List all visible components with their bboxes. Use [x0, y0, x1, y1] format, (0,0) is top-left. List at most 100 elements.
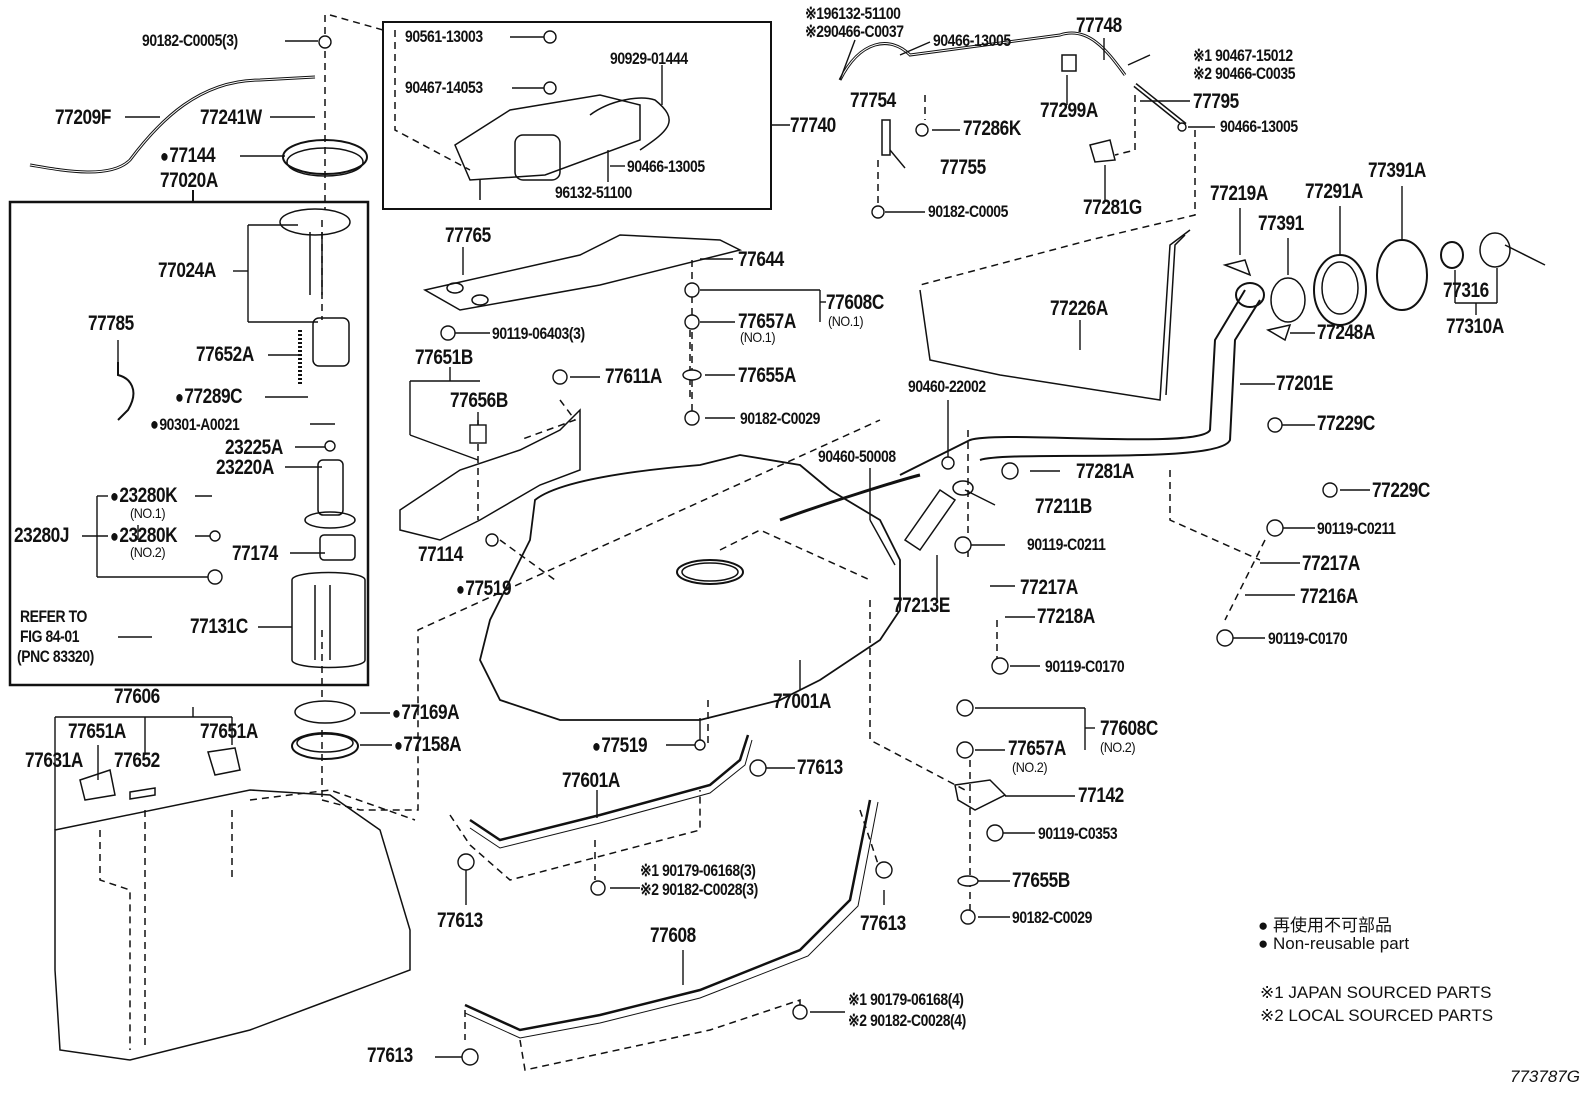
label-77748: 77748 [1076, 14, 1122, 37]
leader-lines [54, 36, 1498, 1058]
label-90119-c0170-center: 90119-C0170 [1045, 657, 1125, 676]
fasteners [207, 30, 1338, 1066]
label-77114: 77114 [418, 543, 463, 566]
label-77291a: 77291A [1305, 180, 1363, 203]
label-77613-right: 77613 [860, 912, 906, 935]
legend-note-local-sourced: ※2 LOCAL SOURCED PARTS [1260, 1006, 1494, 1025]
label-77651a-right: 77651A [200, 720, 258, 743]
label-77024a: 77024A [158, 259, 216, 282]
label-77657a-no2: 77657A [1008, 737, 1066, 760]
label-77795: 77795 [1193, 90, 1239, 113]
refer-note-line1: REFER TO [20, 607, 87, 626]
label-77310a: 77310A [1446, 315, 1504, 338]
canister-assembly-box [382, 21, 772, 210]
label-23280k-no1-suffix: (NO.1) [130, 505, 166, 521]
label-77652a: 77652A [196, 343, 254, 366]
label-23280j: 23280J [14, 524, 70, 547]
label-23280k-no1: 23280K [110, 485, 177, 506]
label-77651a-left: 77651A [68, 720, 126, 743]
label-77001a: 77001A [773, 690, 831, 713]
label-77219a: 77219A [1210, 182, 1268, 205]
label-77652: 77652 [114, 749, 160, 772]
label-90561-13003: 90561-13003 [405, 27, 483, 46]
label-90182-c0029-lower: 90182-C0029 [1012, 908, 1092, 927]
label-90182-c0005: 90182-C0005 [928, 202, 1008, 221]
label-90182-c0005-3: 90182-C0005(3) [142, 31, 238, 50]
label-90460-50008: 90460-50008 [818, 447, 896, 466]
label-77740: 77740 [790, 114, 836, 137]
label-90460-22002: 90460-22002 [908, 377, 986, 396]
label-77316: 77316 [1443, 279, 1489, 302]
label-77226a: 77226A [1050, 297, 1108, 320]
label-23280k-no2: 23280K [110, 525, 177, 546]
label-23225a: 23225A [225, 436, 283, 459]
tank-band-77608 [464, 799, 872, 1032]
label-77289c: 77289C [175, 386, 242, 407]
label-77201e: 77201E [1276, 372, 1333, 395]
label-77606: 77606 [114, 685, 160, 708]
legend-non-reusable-jp: ● 再使用不可部品 [1258, 916, 1392, 935]
label-77281a: 77281A [1076, 460, 1134, 483]
label-77613-upper-right: 77613 [797, 756, 843, 779]
label-23220a: 23220A [216, 456, 274, 479]
label-77613-bottom: 77613 [367, 1044, 413, 1067]
label-90119-06403-3: 90119-06403(3) [492, 324, 585, 343]
label-77216a: 77216A [1300, 585, 1358, 608]
label-77142: 77142 [1078, 784, 1124, 807]
label-77391: 77391 [1258, 212, 1304, 235]
label-77020a: 77020A [160, 169, 218, 192]
label-77608c-no2: 77608C [1100, 717, 1158, 740]
label-77131c: 77131C [190, 615, 248, 638]
label-77286k: 77286K [963, 117, 1021, 140]
label-77785: 77785 [88, 312, 134, 335]
label-77608c-no2-suffix: (NO.2) [1100, 739, 1136, 755]
label-note1-90179-06168-3: ※1 90179-06168(3) [640, 861, 756, 880]
label-90467-14053: 90467-14053 [405, 78, 483, 97]
label-77144: 77144 [160, 145, 215, 166]
label-96132-51100: 96132-51100 [555, 183, 632, 202]
label-77631a: 77631A [25, 749, 83, 772]
label-77217a-center: 77217A [1020, 576, 1078, 599]
label-77229c-upper: 77229C [1317, 412, 1375, 435]
label-90929-01444: 90929-01444 [610, 49, 688, 68]
legend-note-japan-sourced: ※1 JAPAN SOURCED PARTS [1260, 983, 1492, 1002]
fuel-pump-assembly-box [8, 200, 370, 687]
label-note2-90182-c0028-3: ※2 90182-C0028(3) [640, 880, 758, 899]
label-note1-90467-15012: ※1 90467-15012 [1193, 46, 1293, 65]
label-90119-c0211-right: 90119-C0211 [1317, 519, 1396, 538]
label-note2-90182-c0028-4: ※2 90182-C0028(4) [848, 1011, 966, 1030]
label-77174: 77174 [232, 542, 278, 565]
label-note1-96132-51100: ※196132-51100 [805, 4, 901, 23]
label-77613-left: 77613 [437, 909, 483, 932]
label-90119-c0353: 90119-C0353 [1038, 824, 1118, 843]
label-77281g: 77281G [1083, 196, 1142, 219]
label-90301-a0021: 90301-A0021 [150, 415, 239, 433]
label-note1-90179-06168-4: ※1 90179-06168(4) [848, 990, 964, 1009]
label-90182-c0029-upper: 90182-C0029 [740, 409, 820, 428]
label-77158a: 77158A [394, 734, 461, 755]
label-77657a-no2-suffix: (NO.2) [1012, 759, 1048, 775]
label-77601a: 77601A [562, 769, 620, 792]
label-23280k-no2-suffix: (NO.2) [130, 544, 166, 560]
label-77299a: 77299A [1040, 99, 1098, 122]
label-77229c-lower: 77229C [1372, 479, 1430, 502]
label-77169a: 77169A [392, 702, 459, 723]
label-77644: 77644 [738, 248, 784, 271]
figure-number: 773787G [1510, 1067, 1580, 1086]
label-77765: 77765 [445, 224, 491, 247]
label-77656b: 77656B [450, 389, 508, 412]
refer-note-line2: FIG 84-01 [20, 627, 80, 646]
label-77651b: 77651B [415, 346, 473, 369]
fuel-tank-outline [479, 454, 901, 721]
label-77755: 77755 [940, 156, 986, 179]
label-77241w: 77241W [200, 106, 262, 129]
label-note2-90466-c0035: ※2 90466-C0035 [1193, 64, 1296, 83]
label-77218a: 77218A [1037, 605, 1095, 628]
label-note2-90466-c0037: ※290466-C0037 [805, 22, 904, 41]
label-77608: 77608 [650, 924, 696, 947]
label-77519-upper: 77519 [456, 578, 511, 599]
label-77611a: 77611A [605, 365, 662, 388]
refer-note-line3: (PNC 83320) [17, 647, 94, 666]
